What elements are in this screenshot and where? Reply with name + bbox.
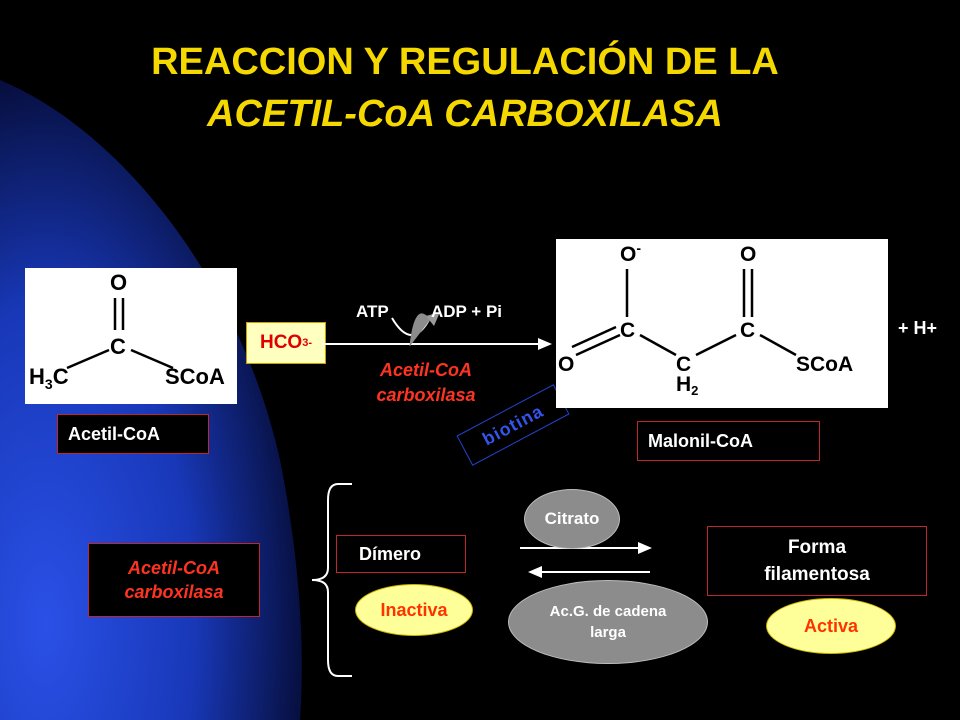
malonyl-o-top: O xyxy=(740,243,756,266)
acetyl-c-atom: C xyxy=(110,334,126,359)
reaction-enzyme-label: Acetil-CoA carboxilasa xyxy=(376,360,476,405)
acetyl-h3c-group: H3C xyxy=(29,364,69,392)
malonyl-c2: C xyxy=(740,319,755,342)
citrate-ellipse: Citrato xyxy=(524,489,620,549)
malonyl-o-minus: O- xyxy=(620,240,641,266)
acetyl-o-atom: O xyxy=(110,270,127,295)
active-ellipse: Activa xyxy=(766,598,896,654)
malonyl-c1: C xyxy=(620,319,635,342)
acetyl-coa-structure: O C H3C SCoA xyxy=(25,268,237,404)
malonyl-ch2-h: H2 xyxy=(676,373,698,398)
acetyl-coa-label: Acetil-CoA xyxy=(57,414,209,454)
malonyl-ch2-c: C xyxy=(676,353,691,376)
inactive-ellipse: Inactiva xyxy=(355,584,473,636)
hydrogen-ion-label: + H+ xyxy=(898,318,938,338)
filamentous-form-box: Forma filamentosa xyxy=(707,526,927,596)
adp-pi-label: ADP + Pi xyxy=(431,302,503,321)
regulation-enzyme-box: Acetil-CoA carboxilasa xyxy=(88,543,260,617)
atp-label: ATP xyxy=(356,302,389,321)
malonyl-coa-label: Malonil-CoA xyxy=(637,421,820,461)
acetyl-scoa-group: SCoA xyxy=(165,364,225,389)
dimer-box: Dímero xyxy=(336,535,466,573)
long-chain-fatty-acid-ellipse: Ac.G. de cadena larga xyxy=(508,580,708,664)
malonyl-coa-structure: O- O C C O C H2 SCoA xyxy=(556,239,888,408)
slide-title-line2: ACETIL-CoA CARBOXILASA xyxy=(207,93,723,135)
slide-title-line1: REACCION Y REGULACIÓN DE LA xyxy=(151,41,779,83)
malonyl-scoa-group: SCoA xyxy=(796,353,853,376)
malonyl-o-left: O xyxy=(558,353,574,376)
